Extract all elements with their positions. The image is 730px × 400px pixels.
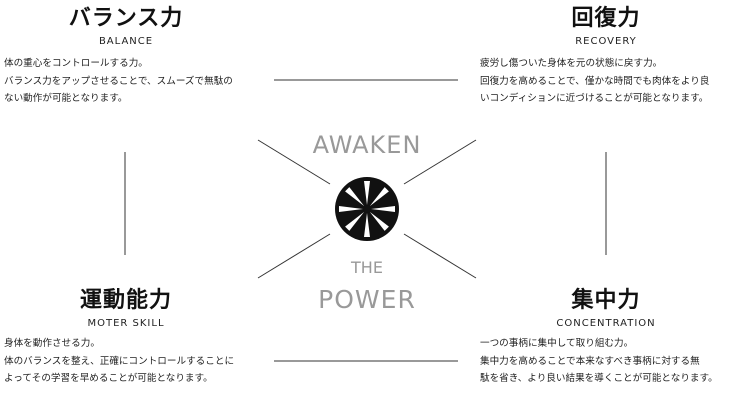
center-word-power: POWER (318, 285, 416, 314)
center-word-the: THE (351, 258, 383, 277)
motor-skill-description-line: 身体を動作させる力。 (4, 338, 100, 349)
concentration-description-line: 一つの事柄に集中して取り組む力。 (480, 338, 634, 349)
balance-description: 体の重心をコントロールする力。 バランス力をアップさせることで、スムーズで無駄の… (4, 55, 233, 108)
concentration-description: 一つの事柄に集中して取り組む力。 集中力を高めることで本来なすべき事柄に対する無… (480, 335, 718, 388)
balance-subtitle: BALANCE (98, 36, 154, 47)
balance-description-line: バランス力をアップさせることで、スムーズで無駄の (4, 75, 233, 87)
recovery-subtitle: RECOVERY (575, 36, 637, 47)
diagonal-line-top-right (403, 139, 477, 185)
motor-skill-subtitle: MOTER SKILL (87, 318, 165, 329)
recovery-description-line: 回復力を高めることで、僅かな時間でも肉体をより良 (480, 75, 710, 87)
concentration-title: 集中力 (571, 288, 641, 313)
recovery-title: 回復力 (571, 6, 641, 31)
recovery-description-line: いコンディションに近づけることが可能となります。 (480, 93, 709, 104)
motor-skill-title: 運動能力 (79, 288, 172, 313)
motor-skill-description-line: 体のバランスを整え、正確にコントロールすることに (4, 355, 235, 367)
radial-burst-logo-icon (335, 177, 399, 241)
center-word-awaken: AWAKEN (312, 131, 422, 159)
balance-description-line: 体の重心をコントロールする力。 (4, 58, 148, 69)
diagonal-line-bottom-left (257, 233, 331, 279)
recovery-description-line: 疲労し傷ついた身体を元の状態に戻す力。 (480, 58, 663, 69)
motor-skill-description: 身体を動作させる力。 体のバランスを整え、正確にコントロールすることに よってそ… (4, 335, 234, 388)
concentration-description-line: 駄を省き、より良い結果を導くことが可能となります。 (480, 373, 718, 384)
diagonal-line-bottom-right (403, 233, 477, 279)
motor-skill-description-line: よってその学習を早めることが可能となります。 (4, 373, 213, 384)
concentration-description-line: 集中力を高めることで本来なすべき事柄に対する無 (480, 355, 700, 367)
balance-description-line: ない動作が可能となります。 (4, 93, 128, 104)
recovery-description: 疲労し傷ついた身体を元の状態に戻す力。 回復力を高めることで、僅かな時間でも肉体… (480, 55, 709, 108)
concentration-subtitle: CONCENTRATION (556, 318, 656, 329)
balance-title: バランス力 (68, 6, 184, 31)
diagonal-line-top-left (257, 139, 331, 185)
